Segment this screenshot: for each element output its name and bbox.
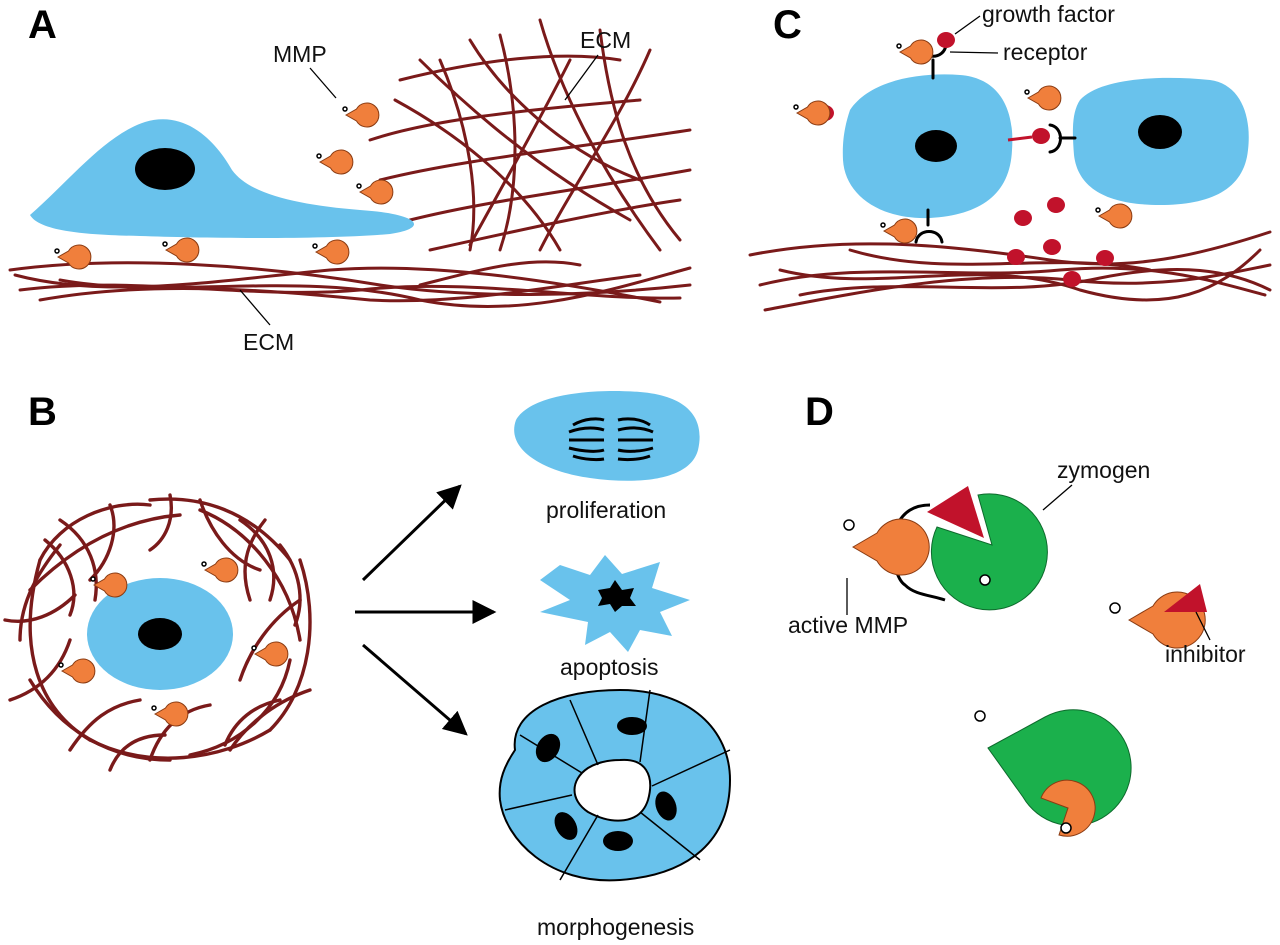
panel-d-letter: D [805, 390, 834, 434]
pacman-mmp-icon [201, 557, 239, 583]
apoptotic-cell [540, 555, 690, 652]
pacman-mmp-icon [58, 658, 96, 684]
label-ecm-top: ECM [580, 27, 631, 53]
panel-c-letter: C [773, 3, 802, 47]
zymogen [927, 486, 1048, 611]
label-zymogen: zymogen [1057, 457, 1150, 483]
label-receptor: receptor [1003, 39, 1088, 65]
triangle-inhibitor-icon [927, 486, 984, 538]
growth-factor-dot-icon [1007, 249, 1025, 265]
label-growth-factor: growth factor [982, 1, 1115, 27]
growth-factor-dot-icon [1063, 271, 1081, 287]
pacman-mmp-icon [312, 239, 350, 265]
proliferating-cell [514, 390, 700, 481]
label-active-mmp: active MMP [788, 612, 908, 638]
nucleus [1138, 115, 1182, 149]
migrating-cell [30, 119, 414, 238]
label-proliferation: proliferation [546, 497, 666, 523]
pacman-mmp-icon [316, 149, 354, 175]
ecm-basal-c [748, 230, 1272, 312]
panel-b-letter: B [28, 390, 57, 434]
pacman-mmp-icon [54, 244, 92, 270]
pacman-mmp-icon [793, 100, 831, 126]
spindle-right-icon [617, 417, 654, 462]
receptor-icon [914, 208, 944, 244]
ecm-ring-b [3, 493, 312, 772]
panel-b: B [3, 390, 732, 940]
panel-a: A [8, 3, 692, 355]
zymogen-lower [974, 709, 1132, 827]
pacman-mmp-icon [90, 572, 128, 598]
nucleus [135, 148, 195, 190]
mmp-group-b [58, 557, 289, 727]
panel-c: C [748, 1, 1272, 312]
label-ecm-bottom: ECM [243, 329, 294, 355]
nucleus [915, 130, 957, 162]
pacman-mmp-icon [251, 641, 289, 667]
growth-factor-dot-icon [1014, 210, 1032, 226]
pacman-mmp-icon [1095, 203, 1133, 229]
growth-factor-dot-icon [1043, 239, 1061, 255]
growth-factor-dot-icon [937, 32, 955, 48]
pacman-mmp-icon [896, 39, 934, 65]
triangle-inhibitor-icon [1164, 584, 1207, 612]
label-apoptosis: apoptosis [560, 654, 658, 680]
morphogenesis-cyst [498, 688, 732, 882]
pacman-mmp-icon [880, 218, 918, 244]
pacman-mmp-icon [342, 102, 380, 128]
arrow-to-proliferation [361, 484, 462, 582]
label-morphogenesis: morphogenesis [537, 914, 694, 940]
ecm-mesh-a [368, 18, 692, 252]
label-mmp: MMP [273, 41, 327, 67]
mmp-group-a [54, 102, 394, 270]
prodomain-loop [891, 503, 946, 602]
label-inhibitor: inhibitor [1165, 641, 1246, 667]
arrow-to-morphogenesis [362, 643, 468, 736]
panel-d: D zymogen active MMP [788, 390, 1246, 837]
pacman-mmp-icon [151, 701, 189, 727]
pacman-mmp-icon [162, 237, 200, 263]
growth-factor-dot-icon [1096, 250, 1114, 266]
pacman-mmp-icon [1040, 779, 1096, 837]
receptor-icon [1048, 123, 1077, 154]
panel-a-letter: A [28, 3, 57, 47]
nucleus [138, 618, 182, 650]
growth-factor-dot-icon [1032, 128, 1050, 144]
spindle-left-icon [568, 417, 605, 462]
growth-factor-dot-icon [1047, 197, 1065, 213]
pacman-mmp-icon [1024, 85, 1062, 111]
pacman-mmp-icon [843, 518, 930, 576]
ecm-basal-a [8, 260, 692, 309]
pacman-mmp-icon [356, 179, 394, 205]
mmp-group-c [793, 39, 1133, 244]
